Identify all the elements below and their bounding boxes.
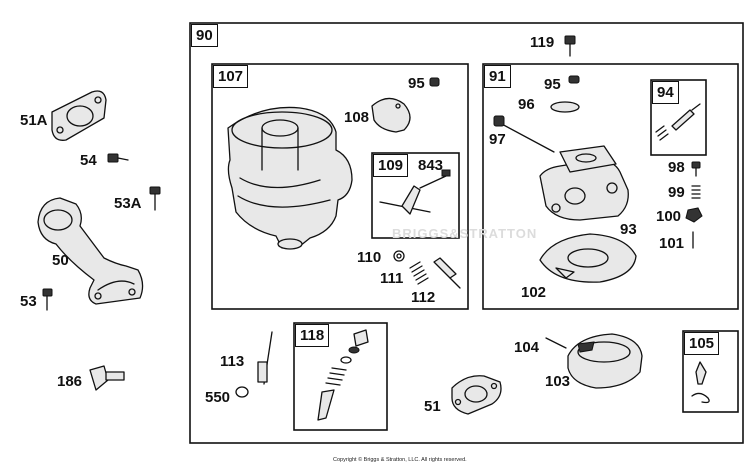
washer-96-drawing bbox=[550, 101, 580, 113]
screw-98-drawing bbox=[691, 161, 701, 177]
pin-104-drawing bbox=[545, 337, 567, 349]
part-label-53a: 53A bbox=[114, 195, 142, 212]
frame-107 bbox=[211, 63, 469, 310]
part-label-50: 50 bbox=[52, 252, 69, 269]
frame-94 bbox=[650, 79, 707, 156]
part-label-119: 119 bbox=[530, 34, 555, 51]
part-label-95-left: 95 bbox=[408, 75, 425, 92]
intake-elbow-50-drawing bbox=[37, 197, 144, 305]
carburetor-91-drawing bbox=[539, 145, 629, 221]
shaft-97-drawing bbox=[493, 115, 555, 153]
part-label-95-right: 95 bbox=[544, 76, 561, 93]
part-label-101: 101 bbox=[659, 235, 685, 252]
group-label-94: 94 bbox=[652, 81, 679, 104]
copyright-notice: Copyright © Briggs & Stratton, LLC. All … bbox=[333, 457, 467, 463]
group-label-107: 107 bbox=[213, 65, 249, 88]
part-label-53: 53 bbox=[20, 293, 37, 310]
needle-105-drawing bbox=[691, 361, 710, 404]
nut-100-drawing bbox=[685, 207, 703, 223]
group-label-109: 109 bbox=[373, 154, 409, 177]
gasket-51-drawing bbox=[451, 375, 502, 415]
part-label-100: 100 bbox=[656, 208, 682, 225]
group-label-90: 90 bbox=[191, 24, 218, 47]
screw-53a-drawing bbox=[149, 186, 161, 211]
carburetor-body-107-drawing bbox=[227, 106, 353, 250]
part-label-550: 550 bbox=[205, 389, 231, 406]
part-label-112: 112 bbox=[411, 289, 436, 306]
needle-94-drawing bbox=[655, 103, 701, 141]
screw-95-left-drawing bbox=[429, 77, 440, 87]
screw-53-drawing bbox=[42, 288, 53, 311]
fitting-186-drawing bbox=[89, 365, 125, 391]
part-label-111: 111 bbox=[380, 270, 404, 287]
part-label-51a: 51A bbox=[20, 112, 48, 129]
needle-113-drawing bbox=[257, 331, 273, 385]
watermark-shape: BRIGGS&STRATTON bbox=[392, 226, 537, 241]
group-label-105: 105 bbox=[684, 332, 720, 355]
kit-118-drawing bbox=[317, 329, 369, 421]
needle-112-drawing bbox=[433, 257, 461, 289]
part-label-843: 843 bbox=[418, 157, 444, 174]
screw-95-right-drawing bbox=[568, 75, 580, 84]
part-label-98: 98 bbox=[668, 159, 685, 176]
frame-91 bbox=[482, 63, 739, 310]
part-label-51: 51 bbox=[424, 398, 441, 415]
frame-109 bbox=[371, 152, 460, 239]
frame-105 bbox=[682, 330, 739, 413]
frame-90 bbox=[189, 22, 744, 444]
screw-119-drawing bbox=[564, 35, 576, 57]
part-label-97: 97 bbox=[489, 131, 506, 148]
spring-99-drawing bbox=[691, 185, 701, 199]
group-label-91: 91 bbox=[484, 65, 511, 88]
plate-108-drawing bbox=[371, 97, 411, 133]
part-label-102: 102 bbox=[521, 284, 547, 301]
part-label-96: 96 bbox=[518, 96, 535, 113]
gasket-102-drawing bbox=[539, 233, 637, 283]
part-label-93: 93 bbox=[620, 221, 637, 238]
frame-118 bbox=[293, 322, 388, 431]
screw-54-drawing bbox=[107, 153, 129, 163]
group-label-118: 118 bbox=[295, 324, 330, 347]
oring-550-drawing bbox=[235, 386, 249, 398]
part-label-113: 113 bbox=[220, 353, 245, 370]
part-label-54: 54 bbox=[80, 152, 97, 169]
part-label-108: 108 bbox=[344, 109, 370, 126]
part-label-99: 99 bbox=[668, 184, 685, 201]
part-label-110: 110 bbox=[357, 249, 382, 266]
part-label-104: 104 bbox=[514, 339, 540, 356]
part-label-103: 103 bbox=[545, 373, 571, 390]
gasket-51a-drawing bbox=[51, 90, 107, 141]
shaft-843-drawing bbox=[379, 169, 451, 215]
spring-111-drawing bbox=[409, 261, 429, 285]
washer-110-drawing bbox=[393, 250, 405, 262]
part-label-186: 186 bbox=[57, 373, 83, 390]
float-103-drawing bbox=[567, 333, 643, 389]
